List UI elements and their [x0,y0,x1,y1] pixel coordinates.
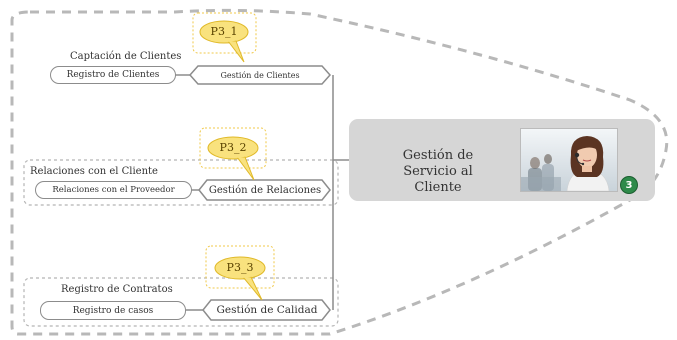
callout-shape-2 [199,127,267,181]
callout-p3-2[interactable]: P3_2 [219,141,247,154]
callout-p3-3[interactable]: P3_3 [226,261,254,274]
number-badge: 3 [620,176,638,194]
sub-node-relaciones-proveedor[interactable]: Relaciones con el Proveedor [35,181,192,199]
main-node-shape-2 [198,179,331,201]
callout-shape-1 [192,12,257,63]
callout-p3-1[interactable]: P3_1 [210,25,238,38]
main-node-gestion-calidad[interactable]: Gestión de Calidad [216,304,318,316]
sub-node-registro-clientes[interactable]: Registro de Clientes [50,66,176,84]
caption-relaciones-cliente: Relaciones con el Cliente [30,166,158,177]
callout-shape-3 [205,245,275,301]
caption-registro-contratos: Registro de Contratos [61,284,173,295]
main-node-shape-3 [202,299,331,321]
caption-captacion-clientes: Captación de Clientes [70,51,182,62]
customer-service-agent-photo [520,128,618,192]
group-boundary-relaciones [23,159,339,206]
sub-node-registro-casos[interactable]: Registro de casos [40,301,186,320]
main-node-gestion-clientes[interactable]: Gestión de Clientes [220,70,300,80]
group-boundary-calidad [23,277,339,327]
outer-dashed-boundary [10,8,669,336]
main-node-gestion-relaciones[interactable]: Gestión de Relaciones [208,184,322,196]
main-node-shape-1 [188,65,332,85]
central-topic-title: Gestión de Servicio al Cliente [402,148,474,195]
